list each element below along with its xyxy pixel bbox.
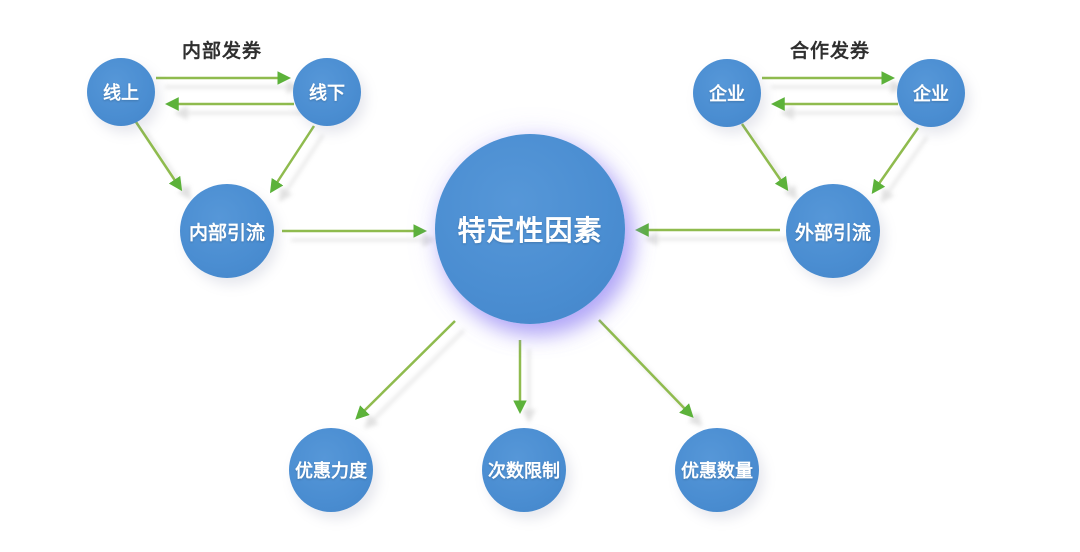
node-online: 线上 [87,58,155,126]
node-discount-strength: 优惠力度 [289,428,373,512]
node-offline: 线下 [293,58,361,126]
arrow-central-to-discount-strength [355,320,456,420]
node-discount-quantity: 优惠数量 [675,428,759,512]
group-label-cooperative-issuance: 合作发券 [789,40,870,62]
arrow-offline-to-internal-traffic [269,125,316,194]
arrow-enterprise-b-to-external-traffic [871,127,920,195]
node-enterprise-a: 企业 [693,59,761,127]
node-enterprise-b: 企业 [897,59,965,127]
node-external-traffic: 外部引流 [786,184,880,278]
arrow-central-to-discount-quantity [598,319,694,418]
node-internal-traffic: 内部引流 [180,184,274,278]
group-label-internal-issuance: 内部发券 [181,40,262,62]
node-usage-limit: 次数限制 [482,428,566,512]
arrow-enterprise-a-to-external-traffic [740,123,789,192]
arrow-online-to-internal-traffic [134,121,183,192]
node-central-specific-factors: 特定性因素 [435,134,625,324]
